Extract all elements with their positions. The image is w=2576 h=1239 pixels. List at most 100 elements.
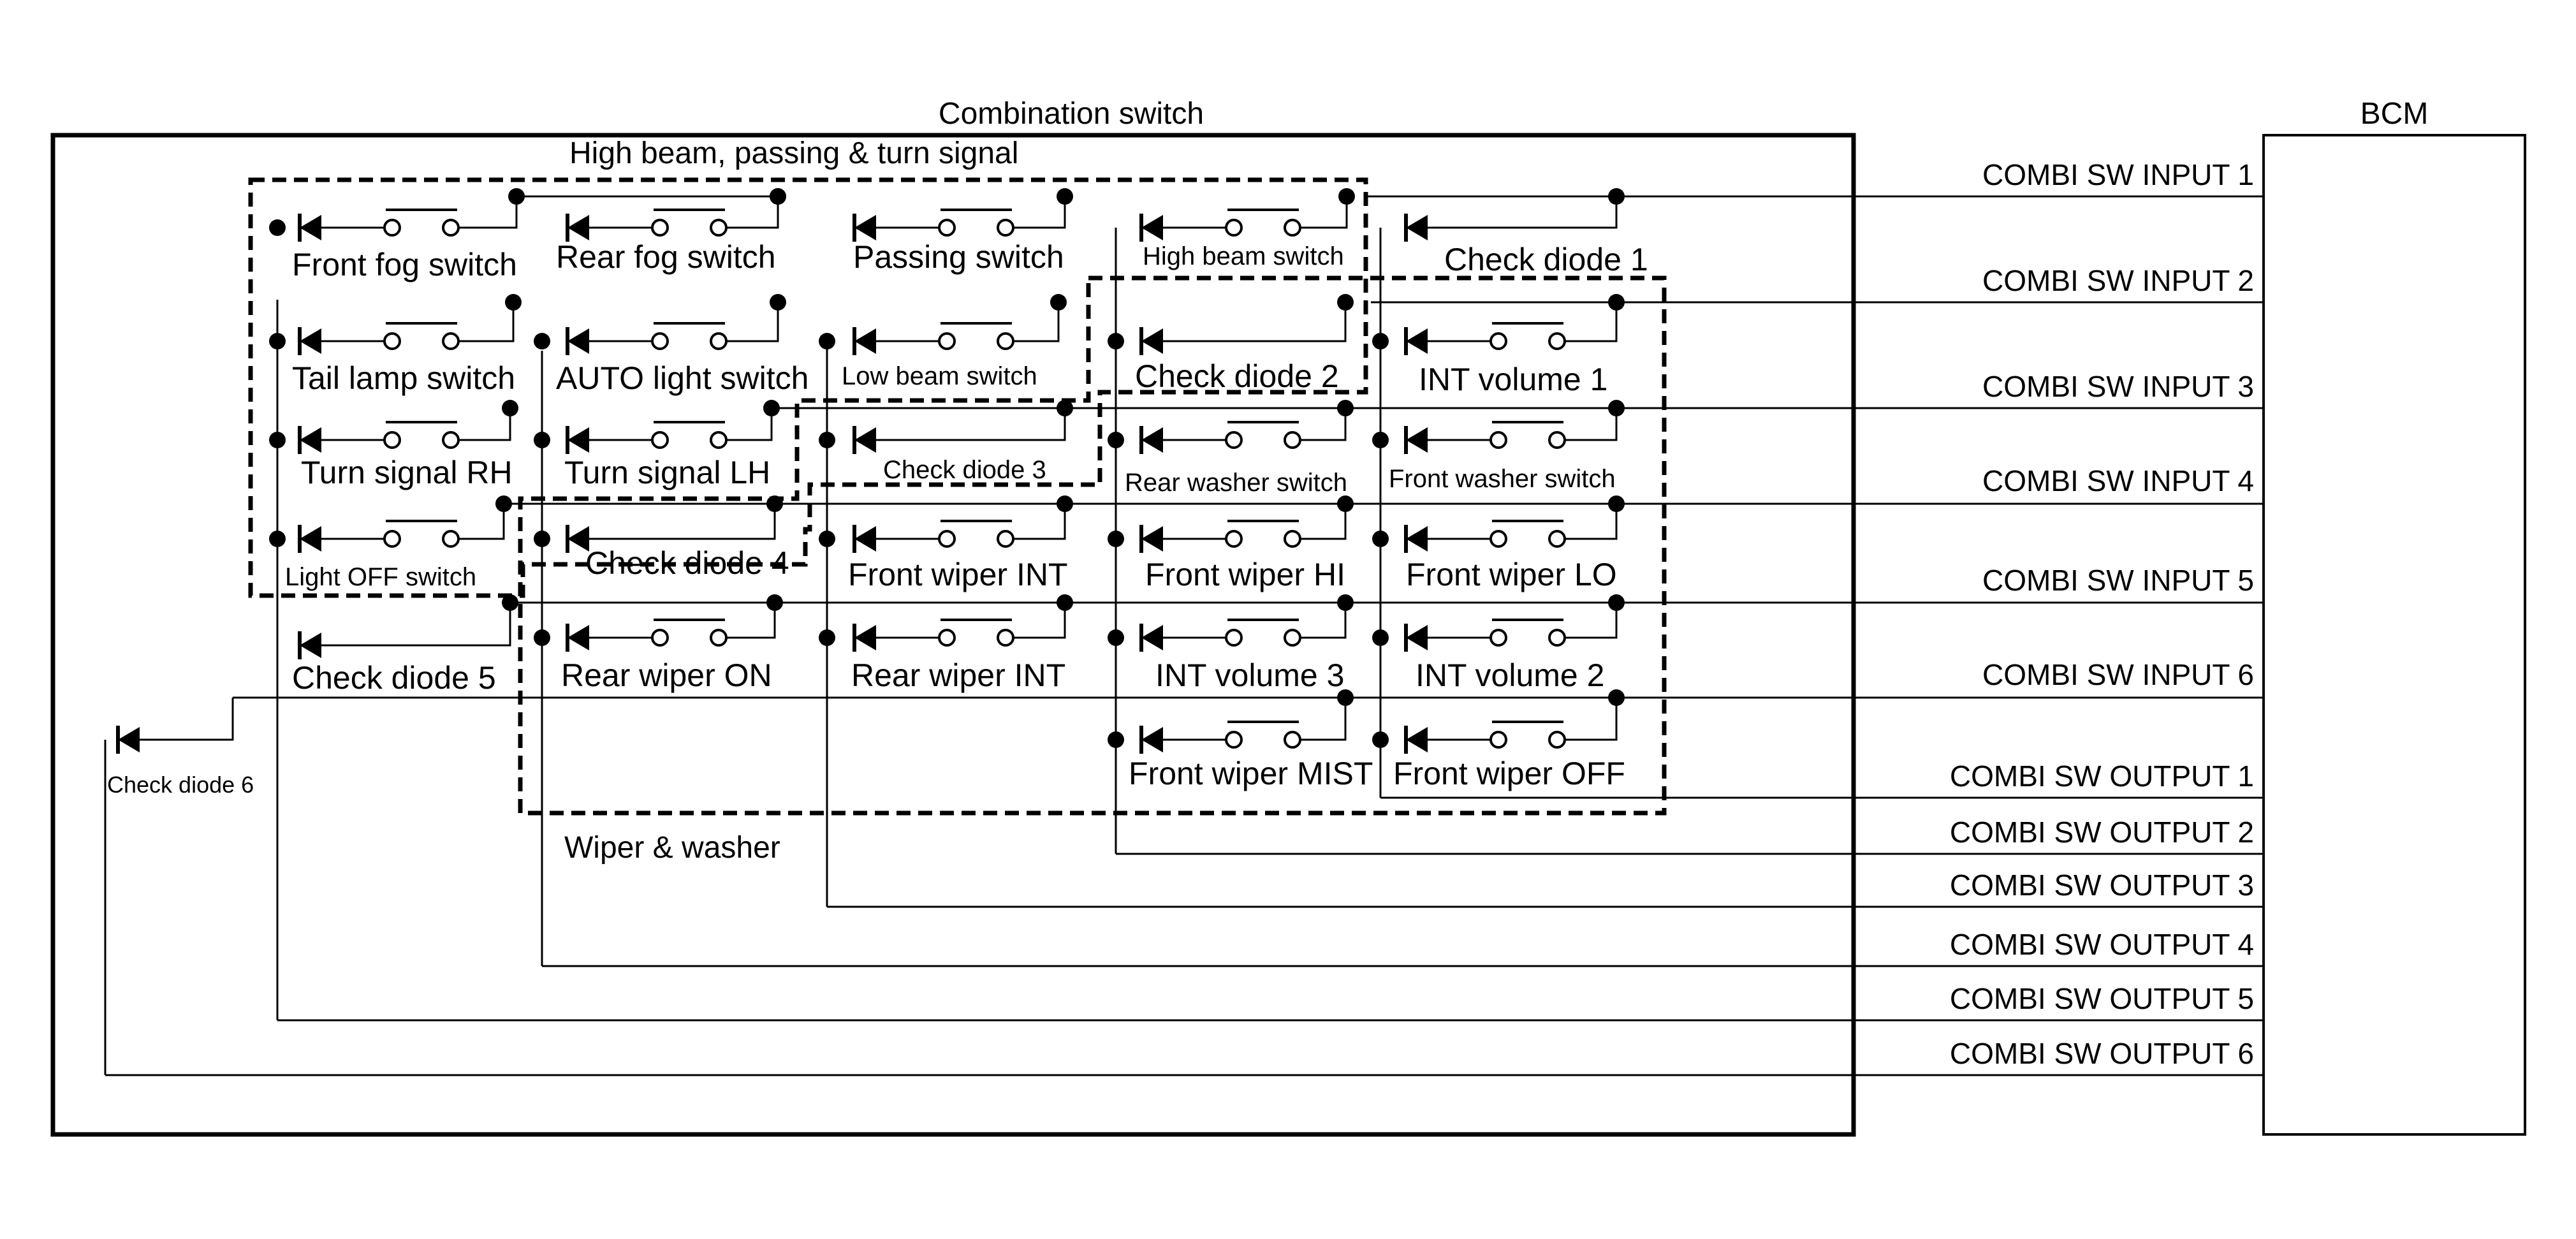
label-int-volume-3: INT volume 3: [1155, 657, 1344, 693]
junction-dot: [1608, 400, 1625, 416]
wire: [876, 302, 1060, 342]
signal-label-input-1: COMBI SW INPUT 1: [1982, 158, 2254, 191]
diode-icon: [1141, 427, 1163, 453]
label-check-diode-5: Check diode 5: [292, 660, 496, 696]
junction-dot: [1372, 731, 1389, 748]
junction-dot: [1608, 188, 1625, 205]
group-wiper-label: Wiper & washer: [564, 831, 780, 865]
junction-dot: [1337, 400, 1354, 416]
switch-contact-icon: [1284, 731, 1301, 749]
wire: [321, 196, 518, 229]
junction-dot: [534, 531, 550, 547]
junction-dot: [1608, 495, 1625, 512]
diode-icon: [567, 215, 589, 240]
switch-contact-icon: [1548, 530, 1566, 548]
signal-label-output-4: COMBI SW OUTPUT 4: [1950, 928, 2254, 961]
junction-dot: [1608, 294, 1625, 311]
junction-dot: [766, 594, 783, 611]
group-wiper-outline: [518, 275, 1667, 816]
switch-contact-icon: [1489, 731, 1507, 749]
junction-dot: [770, 188, 786, 205]
label-light-off-switch: Light OFF switch: [285, 563, 476, 591]
wire: [321, 302, 515, 342]
junction-dot: [1372, 333, 1389, 349]
diode-icon: [1141, 215, 1163, 240]
switch-contact-icon: [997, 219, 1014, 237]
diode-icon: [300, 215, 321, 240]
junction-dot: [1108, 731, 1124, 748]
combination-switch-box: [50, 133, 1856, 1137]
junction-dot: [505, 294, 522, 311]
signal-label-input-3: COMBI SW INPUT 3: [1982, 370, 2254, 403]
signal-label-input-5: COMBI SW INPUT 5: [1982, 564, 2254, 597]
diode-icon: [567, 328, 589, 354]
group-high-beam-outline: [248, 177, 1368, 598]
wire: [589, 408, 773, 441]
wire: [1428, 196, 1618, 229]
signal-label-output-1: COMBI SW OUTPUT 1: [1950, 759, 2254, 793]
switch-contact-icon: [710, 431, 728, 449]
label-check-diode-1: Check diode 1: [1444, 242, 1648, 277]
junction-dot: [502, 400, 518, 416]
junction-dot: [766, 495, 783, 512]
label-high-beam-switch: High beam switch: [1143, 242, 1344, 270]
wire: [1428, 698, 1618, 741]
junction-dot: [1108, 629, 1124, 646]
diode-icon: [1406, 328, 1428, 354]
wire: [589, 504, 776, 540]
switch-contact-icon: [1284, 629, 1301, 647]
junction-dot: [763, 400, 780, 416]
junction-dot: [770, 294, 786, 311]
switch-contact-icon: [1489, 530, 1507, 548]
signal-label-output-2: COMBI SW OUTPUT 2: [1950, 816, 2254, 849]
junction-dot: [269, 333, 286, 349]
switch-contact-icon: [997, 629, 1014, 647]
signal-label-output-5: COMBI SW OUTPUT 5: [1950, 982, 2254, 1015]
diode-icon: [1141, 328, 1163, 354]
junction-dot: [819, 432, 835, 448]
combination-switch-title: Combination switch: [939, 97, 1204, 131]
switch-contact-icon: [710, 332, 728, 350]
switch-contact-icon: [1225, 530, 1243, 548]
junction-dot: [1372, 531, 1389, 547]
switch-contact-icon: [383, 332, 401, 350]
switch-contact-icon: [383, 530, 401, 548]
junction-dot: [1608, 689, 1625, 706]
switch-contact-icon: [442, 530, 460, 548]
switch-contact-icon: [710, 629, 728, 647]
label-tail-lamp-switch: Tail lamp switch: [292, 360, 515, 396]
wire: [1428, 504, 1618, 540]
junction-dot: [1372, 432, 1389, 448]
label-check-diode-2: Check diode 2: [1135, 358, 1339, 394]
diode-icon: [1141, 625, 1163, 650]
junction-dot: [502, 594, 518, 611]
junction-dot: [1057, 594, 1073, 611]
label-front-wiper-mist: Front wiper MIST: [1129, 756, 1373, 791]
junction-dot: [1337, 495, 1354, 512]
switch-contact-icon: [1548, 431, 1566, 449]
diode-icon: [1406, 215, 1428, 240]
diode-icon: [854, 427, 876, 453]
switch-contact-icon: [938, 530, 956, 548]
switch-contact-icon: [442, 219, 460, 237]
label-check-diode-6: Check diode 6: [107, 772, 254, 798]
diode-icon: [1141, 526, 1163, 552]
wire: [876, 603, 1066, 639]
switch-contact-icon: [938, 629, 956, 647]
label-front-fog-switch: Front fog switch: [292, 247, 517, 282]
label-check-diode-4: Check diode 4: [585, 545, 789, 581]
junction-dot: [1338, 188, 1355, 205]
junction-dot: [495, 495, 512, 512]
junction-dot: [1057, 188, 1073, 205]
junction-dot: [1108, 333, 1124, 349]
switch-contact-icon: [651, 431, 669, 449]
label-int-volume-1: INT volume 1: [1419, 362, 1607, 397]
label-int-volume-2: INT volume 2: [1416, 657, 1604, 693]
diode-icon: [567, 427, 589, 453]
wire: [321, 408, 511, 441]
switch-contact-icon: [1548, 332, 1566, 350]
wire: [876, 408, 1066, 441]
signal-label-input-4: COMBI SW INPUT 4: [1982, 464, 2254, 497]
label-check-diode-3: Check diode 3: [883, 456, 1046, 484]
